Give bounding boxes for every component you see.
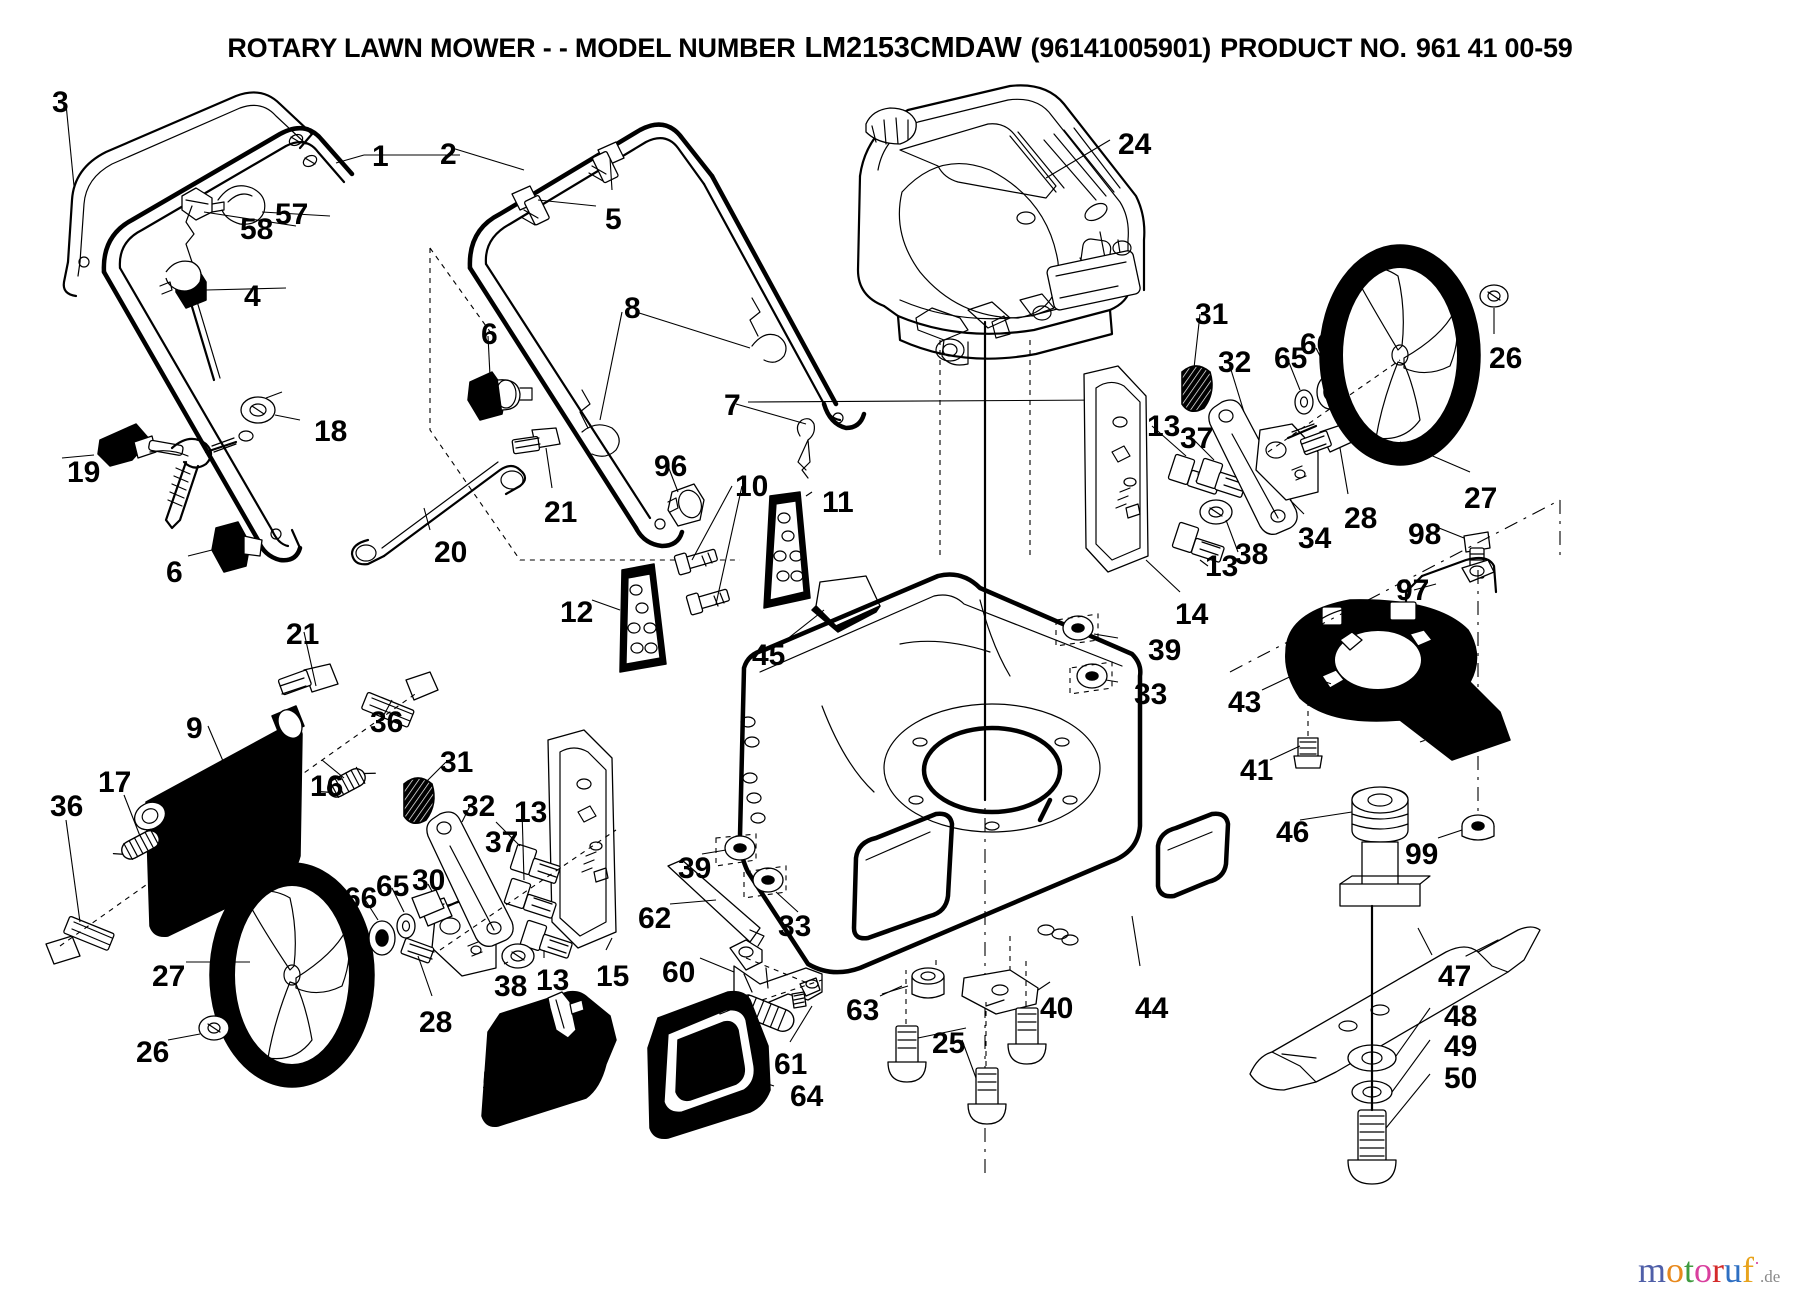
watermark-letter-2: t (1684, 1250, 1695, 1290)
title-model-number: LM2153CMDAW (804, 32, 1022, 64)
callout-number-21: 21 (286, 618, 320, 651)
callout-number-28: 28 (419, 1006, 453, 1039)
callout-number-65: 65 (1274, 342, 1308, 375)
callout-number-25: 25 (932, 1027, 966, 1060)
watermark-letter-6: f (1742, 1250, 1755, 1290)
callout-number-66: 66 (1300, 328, 1334, 361)
callout-number-13: 13 (536, 964, 570, 997)
callout-number-38: 38 (1235, 538, 1269, 571)
callout-number-11: 11 (822, 486, 854, 519)
watermark-dot: · (1754, 1253, 1761, 1273)
callout-number-64: 64 (790, 1080, 824, 1113)
callout-number-9: 9 (186, 712, 203, 745)
callout-number-61: 61 (774, 1048, 808, 1081)
callout-number-2: 2 (440, 138, 457, 171)
callout-number-96: 96 (654, 450, 688, 483)
callout-number-18: 18 (314, 415, 348, 448)
callout-number-7: 7 (724, 389, 741, 422)
callout-number-27: 27 (1464, 482, 1498, 515)
callout-number-48: 48 (1444, 1000, 1478, 1033)
title-prefix: ROTARY LAWN MOWER - - MODEL NUMBER (227, 33, 796, 63)
callout-number-34: 34 (1298, 522, 1332, 555)
callout-number-60: 60 (662, 956, 696, 989)
callout-number-37: 37 (1180, 422, 1214, 455)
callout-number-41: 41 (1240, 754, 1274, 787)
watermark-letter-0: m (1638, 1250, 1667, 1290)
title-product-number: 961 41 00-59 (1415, 33, 1573, 63)
callout-number-98: 98 (1408, 518, 1442, 551)
callout-number-16: 16 (310, 770, 344, 803)
callout-number-31: 31 (1195, 298, 1229, 331)
callout-number-14: 14 (1175, 598, 1209, 631)
callout-number-20: 20 (434, 536, 468, 569)
callout-number-47: 47 (1438, 960, 1472, 993)
callout-number-1: 1 (372, 140, 389, 173)
callout-number-38: 38 (494, 970, 528, 1003)
callout-number-28: 28 (1344, 502, 1378, 535)
watermark-letter-4: r (1712, 1250, 1725, 1290)
callout-number-32: 32 (462, 790, 496, 823)
callout-number-39: 39 (678, 852, 712, 885)
title-product-label: PRODUCT NO. (1220, 33, 1407, 63)
callout-number-97: 97 (1396, 574, 1430, 607)
callout-number-57: 57 (275, 198, 309, 231)
watermark-letter-5: u (1724, 1250, 1743, 1290)
callout-number-13: 13 (1205, 550, 1239, 583)
callout-number-37: 37 (485, 826, 519, 859)
callout-number-32: 32 (1218, 346, 1252, 379)
callout-number-59: 59 (482, 1066, 516, 1099)
callout-number-40: 40 (1040, 992, 1074, 1025)
callout-number-43: 43 (1228, 686, 1262, 719)
callout-number-45: 45 (752, 639, 786, 672)
page-title: ROTARY LAWN MOWER - - MODEL NUMBER LM2153… (0, 32, 1800, 65)
callout-number-36: 36 (50, 790, 84, 823)
callout-number-33: 33 (778, 910, 812, 943)
callout-number-21: 21 (544, 496, 578, 529)
callout-number-39: 39 (1148, 634, 1182, 667)
callout-number-44: 44 (1135, 992, 1169, 1025)
callout-number-5: 5 (605, 203, 622, 236)
callout-number-15: 15 (596, 960, 630, 993)
callout-number-19: 19 (67, 456, 101, 489)
callout-number-6: 6 (481, 318, 498, 351)
callout-number-99: 99 (1405, 838, 1439, 871)
motoruf-watermark-logo: motoruf·.de (1638, 1252, 1780, 1288)
callout-number-13: 13 (1147, 410, 1181, 443)
callout-number-31: 31 (440, 746, 474, 779)
callout-number-26: 26 (1489, 342, 1523, 375)
watermark-letter-1: o (1666, 1250, 1685, 1290)
callout-number-62: 62 (638, 902, 672, 935)
callout-number-24: 24 (1118, 128, 1152, 161)
callout-number-63: 63 (846, 994, 880, 1027)
callout-number-49: 49 (1444, 1030, 1478, 1063)
callout-number-26: 26 (136, 1036, 170, 1069)
callout-number-36: 36 (370, 706, 404, 739)
callout-number-4: 4 (244, 280, 261, 313)
callout-number-58: 58 (240, 213, 274, 246)
callout-number-66: 66 (344, 882, 378, 915)
callout-number-3: 3 (52, 86, 69, 119)
callout-number-33: 33 (1134, 678, 1168, 711)
callout-number-6: 6 (166, 556, 183, 589)
callout-number-46: 46 (1276, 816, 1310, 849)
callout-number-27: 27 (152, 960, 186, 993)
callout-number-17: 17 (98, 766, 132, 799)
callout-number-13: 13 (514, 796, 548, 829)
callout-number-12: 12 (560, 596, 594, 629)
callout-number-50: 50 (1444, 1062, 1478, 1095)
callout-number-8: 8 (624, 292, 641, 325)
watermark-letter-3: o (1694, 1250, 1713, 1290)
callout-number-65: 65 (376, 870, 410, 903)
callout-number-30: 30 (412, 864, 446, 897)
title-serial: (96141005901) (1030, 33, 1212, 63)
watermark-tld: .de (1760, 1267, 1781, 1286)
callout-number-10: 10 (735, 470, 769, 503)
